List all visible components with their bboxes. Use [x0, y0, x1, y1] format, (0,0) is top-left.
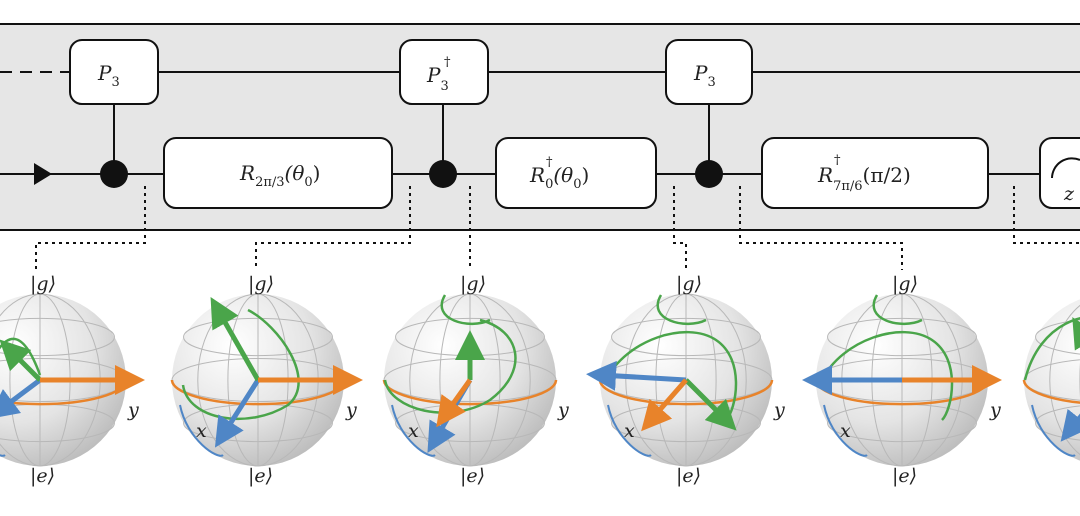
- gate-p3-dagger: P3 †: [399, 39, 489, 105]
- svg-text:z: z: [1063, 183, 1075, 205]
- svg-text:R2π/3(θ0): R2π/3(θ0): [239, 161, 320, 190]
- sphere-label-x: x: [196, 420, 207, 442]
- bloch-sphere-4: |g⟩ |e⟩ y x: [586, 273, 785, 487]
- sphere-label-top: |g⟩: [892, 273, 918, 295]
- gate-p3-1: P3: [69, 39, 159, 105]
- bloch-sphere-2: |g⟩ |e⟩ y x: [170, 273, 363, 487]
- sphere-label-y: y: [989, 399, 1001, 421]
- sphere-label-bottom: |e⟩: [248, 465, 273, 487]
- sphere-label-y: y: [127, 399, 139, 421]
- bloch-sphere-3: |g⟩ |e⟩ y x: [382, 273, 569, 487]
- gate-r-7pi6-dagger: R7π/6(π/2) †: [761, 137, 989, 209]
- sphere-label-top: |g⟩: [676, 273, 702, 295]
- svg-text:P3: P3: [693, 61, 716, 90]
- sphere-label-y: y: [773, 399, 785, 421]
- sphere-label-bottom: |e⟩: [30, 465, 55, 487]
- sphere-label-x: x: [408, 420, 419, 442]
- sphere-label-bottom: |e⟩: [892, 465, 917, 487]
- gate-p3-2: P3: [665, 39, 753, 105]
- gate-r0-dagger: R0(θ0) †: [495, 137, 657, 209]
- svg-text:†: †: [444, 55, 451, 70]
- sphere-label-top: |g⟩: [248, 273, 274, 295]
- svg-text:P3: P3: [426, 63, 449, 94]
- bloch-sphere-6: [1022, 299, 1080, 461]
- sphere-label-y: y: [557, 399, 569, 421]
- svg-text:R0(θ0): R0(θ0): [529, 163, 589, 192]
- gate-r-2pi3: R2π/3(θ0): [163, 137, 393, 209]
- measurement-gate: z: [1039, 137, 1080, 209]
- leader-lines: [35, 186, 1080, 270]
- input-triangle: [34, 163, 52, 185]
- bloch-sphere-5: |g⟩ |e⟩ y x: [802, 273, 1002, 487]
- svg-text:†: †: [546, 155, 553, 170]
- sphere-label-bottom: |e⟩: [460, 465, 485, 487]
- control-dot-1: [100, 160, 128, 188]
- sphere-label-top: |g⟩: [30, 273, 56, 295]
- svg-text:R7π/6(π/2): R7π/6(π/2): [817, 163, 911, 194]
- sphere-label-x: x: [624, 420, 635, 442]
- sphere-label-y: y: [345, 399, 357, 421]
- svg-text:†: †: [834, 153, 841, 168]
- svg-text:P3: P3: [97, 61, 120, 90]
- sphere-label-top: |g⟩: [460, 273, 486, 295]
- sphere-label-bottom: |e⟩: [676, 465, 701, 487]
- bloch-spheres: |g⟩ |e⟩ y |g⟩ |e⟩ y x |g⟩ |e⟩ y x |g⟩ |e⟩ y x |g⟩ |e⟩ y x: [0, 273, 1080, 487]
- sphere-label-x: x: [840, 420, 851, 442]
- control-dot-2: [429, 160, 457, 188]
- control-dot-3: [695, 160, 723, 188]
- bloch-sphere-1: |g⟩ |e⟩ y: [0, 273, 145, 487]
